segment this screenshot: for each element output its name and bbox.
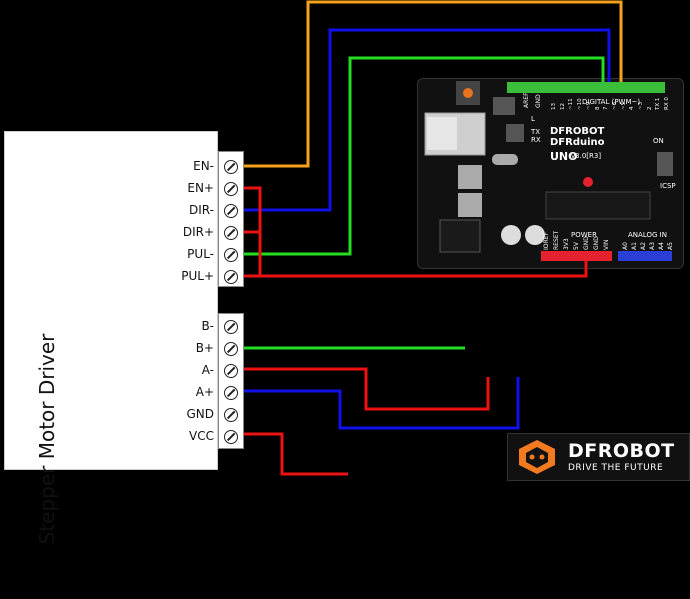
- power-terminal-block: [218, 313, 244, 449]
- board-rx-label: RX: [531, 136, 541, 144]
- logo-name: DFROBOT: [568, 440, 675, 462]
- power-terminal-screw-2: [224, 364, 238, 378]
- wire-pul-minus-green: [244, 56, 605, 256]
- power-header: [541, 251, 612, 261]
- control-pin-label-5: PUL+: [181, 269, 214, 283]
- regulator: [458, 165, 482, 189]
- board-power-label: POWER: [571, 231, 597, 239]
- board-model: UNO: [550, 150, 578, 163]
- wire-vcc-red: [244, 432, 348, 476]
- regulator-2: [458, 193, 482, 217]
- control-terminal-screw-4: [224, 248, 238, 262]
- wire-5v-red: [260, 261, 588, 278]
- control-pin-label-1: EN+: [187, 181, 214, 195]
- control-pin-label-3: DIR+: [182, 225, 214, 239]
- power-terminal-screw-0: [224, 320, 238, 334]
- power-pin-label-2: A-: [201, 363, 214, 377]
- board-digital-pin-label-5: 8: [594, 106, 601, 111]
- control-terminal-screw-0: [224, 160, 238, 174]
- analog-header: [618, 251, 672, 261]
- board-power-pin-label-3: 5V: [573, 242, 580, 250]
- board-digital-pin-label-8: ~5: [620, 101, 627, 110]
- usb-chip: [506, 124, 524, 142]
- control-terminal-screw-2: [224, 204, 238, 218]
- dfrobot-logo-icon: [519, 440, 555, 474]
- power-terminal-screw-4: [224, 408, 238, 422]
- board-digital-pin-label-6: 7: [603, 106, 610, 111]
- wires: [244, 0, 623, 476]
- board-power-pin-label-4: GND: [583, 236, 590, 250]
- board-digital-pin-label-12: TX 1: [655, 97, 662, 110]
- board-power-pin-label-1: RESET: [553, 230, 560, 250]
- wire-layer: [244, 0, 673, 476]
- dfrobot-logo: DFROBOT DRIVE THE FUTURE: [507, 433, 690, 481]
- power-pin-label-3: A+: [195, 385, 214, 399]
- control-pin-label-4: PUL-: [187, 247, 214, 261]
- power-terminal-screw-5: [224, 430, 238, 444]
- wire-dir-minus-blue: [244, 28, 611, 212]
- board-digital-pin-label-0: 13: [551, 103, 557, 110]
- wire-a-minus-red: [244, 367, 490, 411]
- board-analog-pin-label-2: A2: [640, 242, 647, 250]
- board-on-label: ON: [653, 137, 664, 145]
- board-digital-pin-label-13: RX 0: [664, 97, 671, 110]
- board-digital-pin-label-7: ~6: [611, 101, 618, 110]
- board-led: [583, 177, 593, 187]
- reset-button-cap[interactable]: [463, 88, 473, 98]
- control-pin-label-2: DIR-: [189, 203, 214, 217]
- board-analog-pin-label-3: A3: [649, 242, 656, 250]
- capacitor-1: [501, 225, 521, 245]
- board-digital-pin-label-3: ~10: [577, 98, 584, 110]
- board-details: [424, 81, 673, 261]
- board-analog-pin-label-4: A4: [658, 242, 665, 250]
- digital-header: [507, 82, 665, 93]
- logo-tagline: DRIVE THE FUTURE: [568, 463, 664, 473]
- board-brand-line2: DFRduino: [550, 137, 605, 148]
- board-analog-label: ANALOG IN: [628, 231, 667, 239]
- atmega-chip: [545, 191, 651, 220]
- power-pin-label-0: B-: [201, 319, 214, 333]
- wiring-diagram: Stepper Motor Driver EN-EN+DIR-DIR+PUL-P…: [0, 0, 690, 479]
- icsp-header: [657, 152, 673, 176]
- wire-en-minus-orange: [244, 0, 623, 168]
- board-power-pin-label-2: 3V3: [563, 238, 570, 250]
- board-digital-pin-label-1: 12: [559, 103, 566, 110]
- power-terminal-screw-3: [224, 386, 238, 400]
- board-power-pin-label-0: IOREF: [543, 232, 550, 250]
- dc-jack: [439, 219, 481, 253]
- board-aref-label: AREF: [523, 92, 530, 108]
- control-terminal-screw-3: [224, 226, 238, 240]
- control-terminal-block: [218, 151, 244, 287]
- usb-port-inner: [427, 117, 457, 150]
- board-icsp-label: ICSP: [660, 182, 676, 190]
- wire-a-plus-blue: [244, 377, 520, 430]
- power-pin-label-5: VCC: [189, 429, 214, 443]
- board-tx-label: TX: [531, 128, 541, 136]
- board-version: v3.0[R3]: [571, 152, 602, 160]
- icsp-header-top: [493, 97, 515, 115]
- board-power-pin-label-5: GND: [593, 236, 600, 250]
- power-pin-label-4: GND: [186, 407, 214, 421]
- capacitor-2: [525, 225, 545, 245]
- board-digital-pin-label-4: ~9: [585, 101, 592, 110]
- board-l-label: L: [531, 115, 535, 123]
- board-analog-pin-label-5: A5: [667, 242, 674, 250]
- board-digital-pin-label-11: 2: [646, 106, 653, 111]
- board-digital-pin-label-10: ~3: [638, 101, 644, 110]
- board-digital-pin-label-9: 4: [629, 106, 636, 111]
- power-terminal-screw-1: [224, 342, 238, 356]
- crystal: [492, 154, 518, 165]
- control-terminal-screw-1: [224, 182, 238, 196]
- board-gnd-label: GND: [535, 94, 542, 108]
- control-pin-label-0: EN-: [193, 159, 214, 173]
- power-pin-label-1: B+: [195, 341, 214, 355]
- board-brand-line1: DFROBOT: [550, 126, 605, 137]
- board-power-pin-label-6: VIN: [603, 239, 610, 250]
- board-analog-pin-label-1: A1: [631, 242, 638, 250]
- stepper-driver-module: Stepper Motor Driver: [4, 131, 218, 544]
- board-digital-pin-label-2: ~11: [568, 98, 575, 110]
- control-terminal-screw-5: [224, 270, 238, 284]
- board-analog-pin-label-0: A0: [622, 242, 629, 250]
- board-digital-label: DIGITAL (PWM~): [582, 98, 641, 106]
